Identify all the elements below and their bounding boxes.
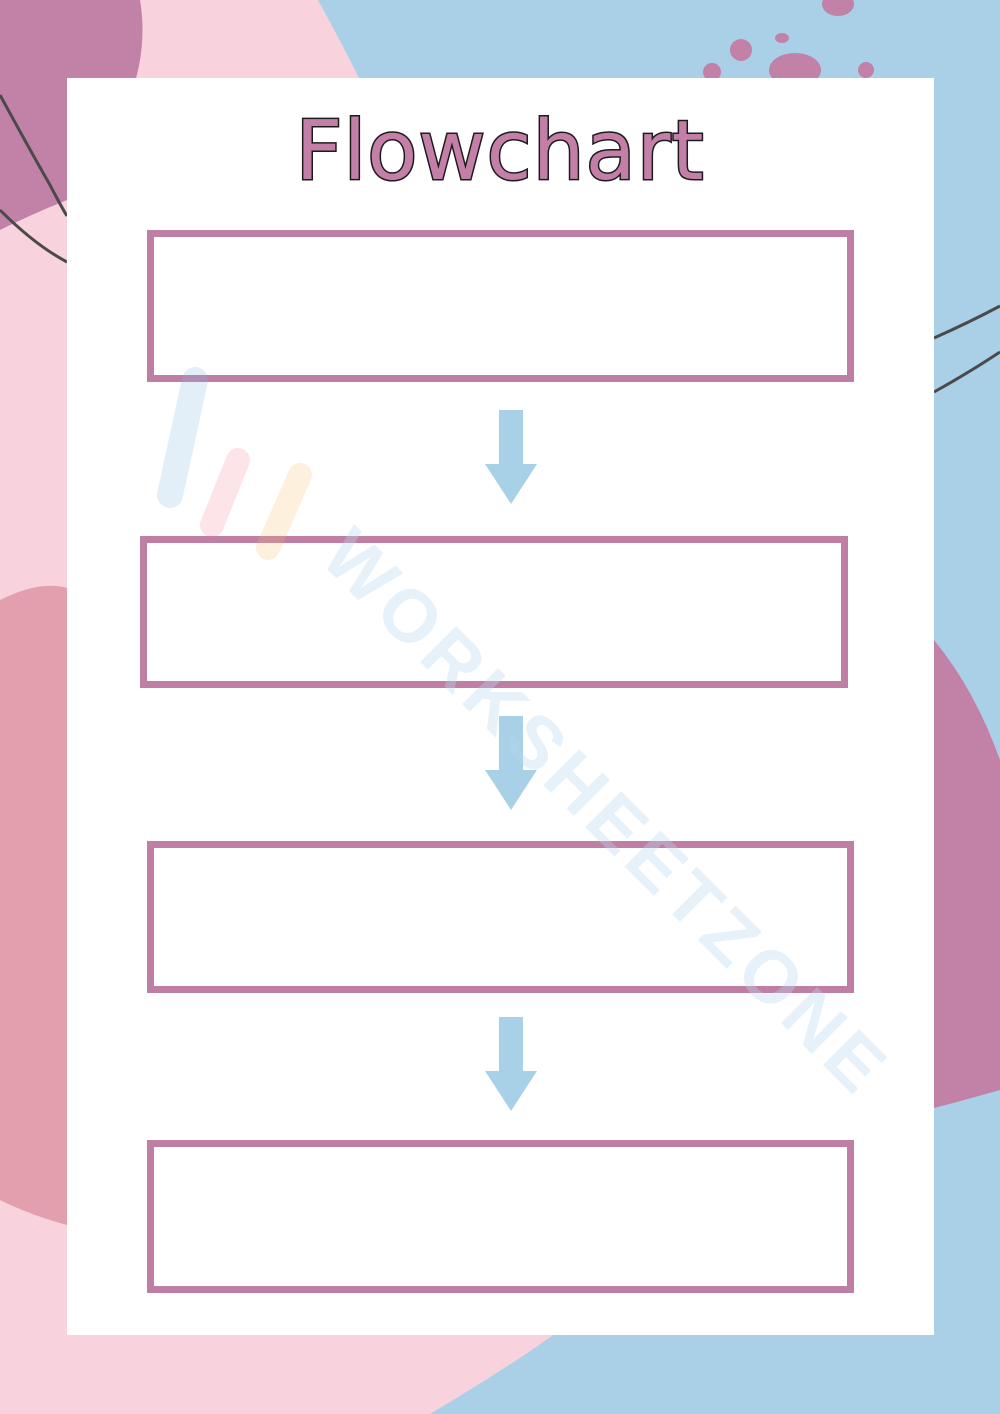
background-curve-left-2 — [0, 208, 68, 264]
background-curve-right-2 — [933, 350, 1000, 394]
down-arrow-icon — [485, 410, 537, 504]
flowchart-box-3[interactable] — [147, 841, 854, 993]
background-rose-blob-left — [0, 585, 67, 1225]
background-curve-left-1 — [0, 94, 69, 217]
flowchart-box-4[interactable] — [147, 1140, 854, 1293]
flowchart-box-1[interactable] — [147, 230, 854, 382]
down-arrow-icon — [485, 716, 537, 810]
flowchart-box-2[interactable] — [140, 536, 848, 688]
background-mauve-blob-right — [934, 640, 1000, 1108]
page-title: Flowchart — [294, 103, 705, 201]
background-curve-right-1 — [933, 304, 1000, 340]
down-arrow-icon — [485, 1017, 537, 1111]
